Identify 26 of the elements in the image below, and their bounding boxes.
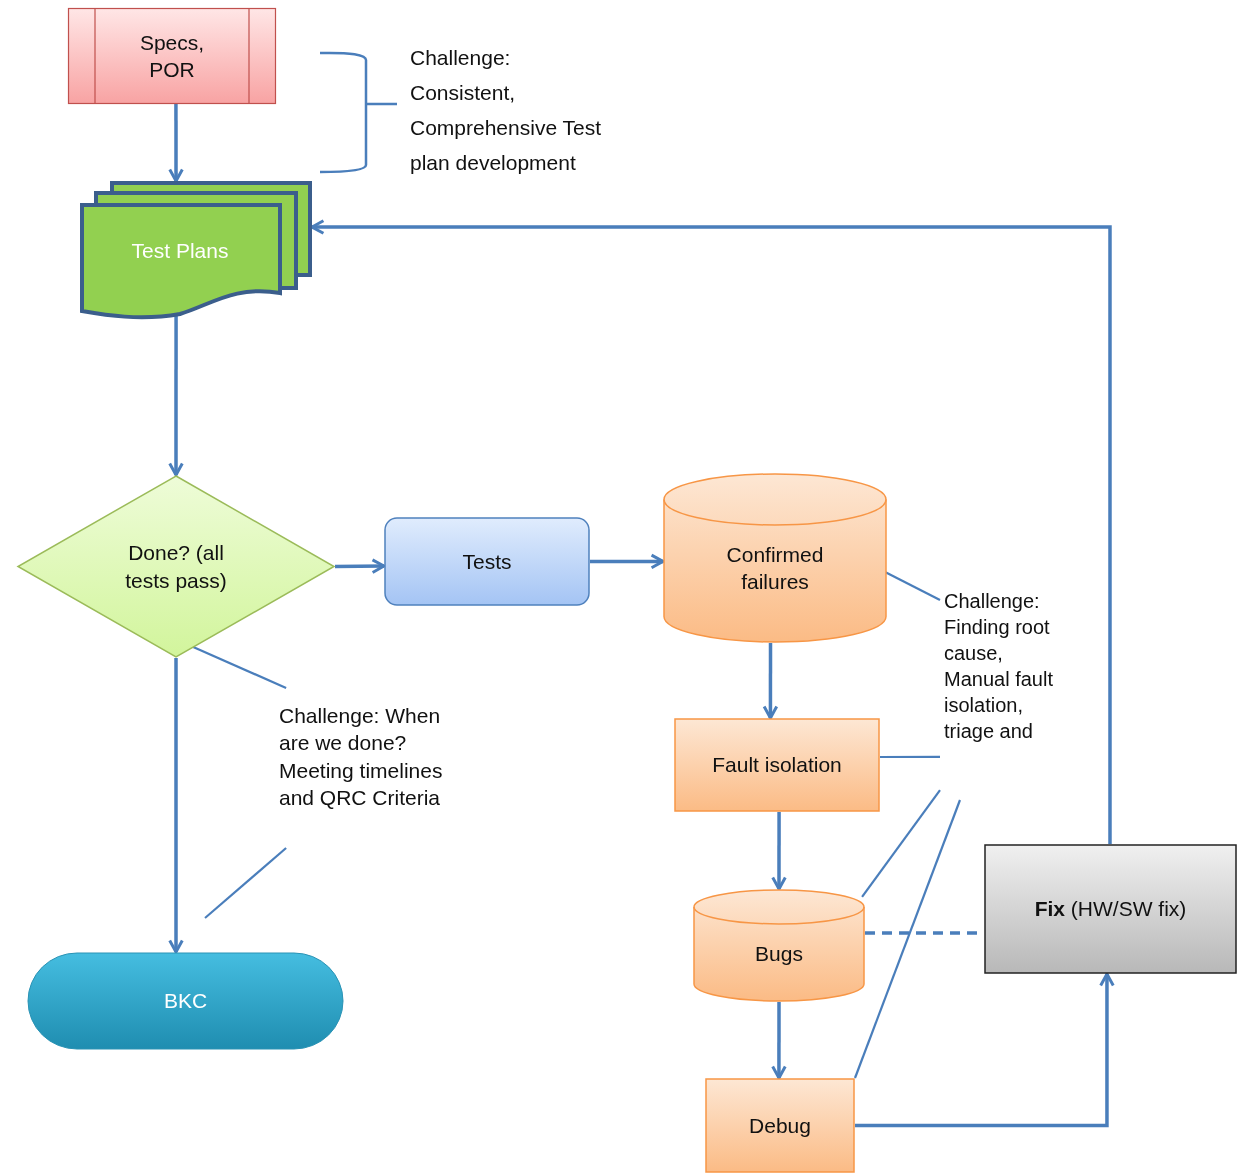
arrow [335, 558, 386, 574]
arrow [168, 104, 184, 183]
arrow [590, 553, 665, 570]
node-label: Specs, POR [138, 29, 206, 83]
node-label: Done? (all tests pass) [124, 540, 228, 594]
node-label: Test Plans [131, 238, 229, 265]
arrow [771, 812, 787, 891]
node-label: Bugs [755, 941, 803, 968]
arrow [762, 643, 779, 720]
node-label: BKC [163, 988, 208, 1015]
arrow [771, 1002, 787, 1080]
leader-line [861, 789, 941, 898]
challenge-note: Challenge: Finding root cause, Manual fault isolation, triage and [944, 589, 1054, 744]
leader-line [204, 847, 287, 919]
arrow [168, 315, 184, 477]
challenge-note: Challenge: Consistent, Comprehensive Test plan development [410, 45, 603, 176]
leader-line [853, 799, 962, 1079]
leader-line [880, 755, 940, 759]
node-label: Fix (HW/SW fix) [1034, 896, 1187, 923]
node-label: Confirmed failures [725, 541, 825, 595]
arrow [855, 972, 1115, 1128]
node-label: Fault isolation [712, 752, 842, 779]
node-label: Debug [749, 1112, 811, 1139]
challenge-note: Challenge: When are we done? Meeting timelines and QRC Criteria [279, 703, 444, 811]
arrow [168, 658, 184, 954]
node-label: Tests [462, 548, 512, 575]
